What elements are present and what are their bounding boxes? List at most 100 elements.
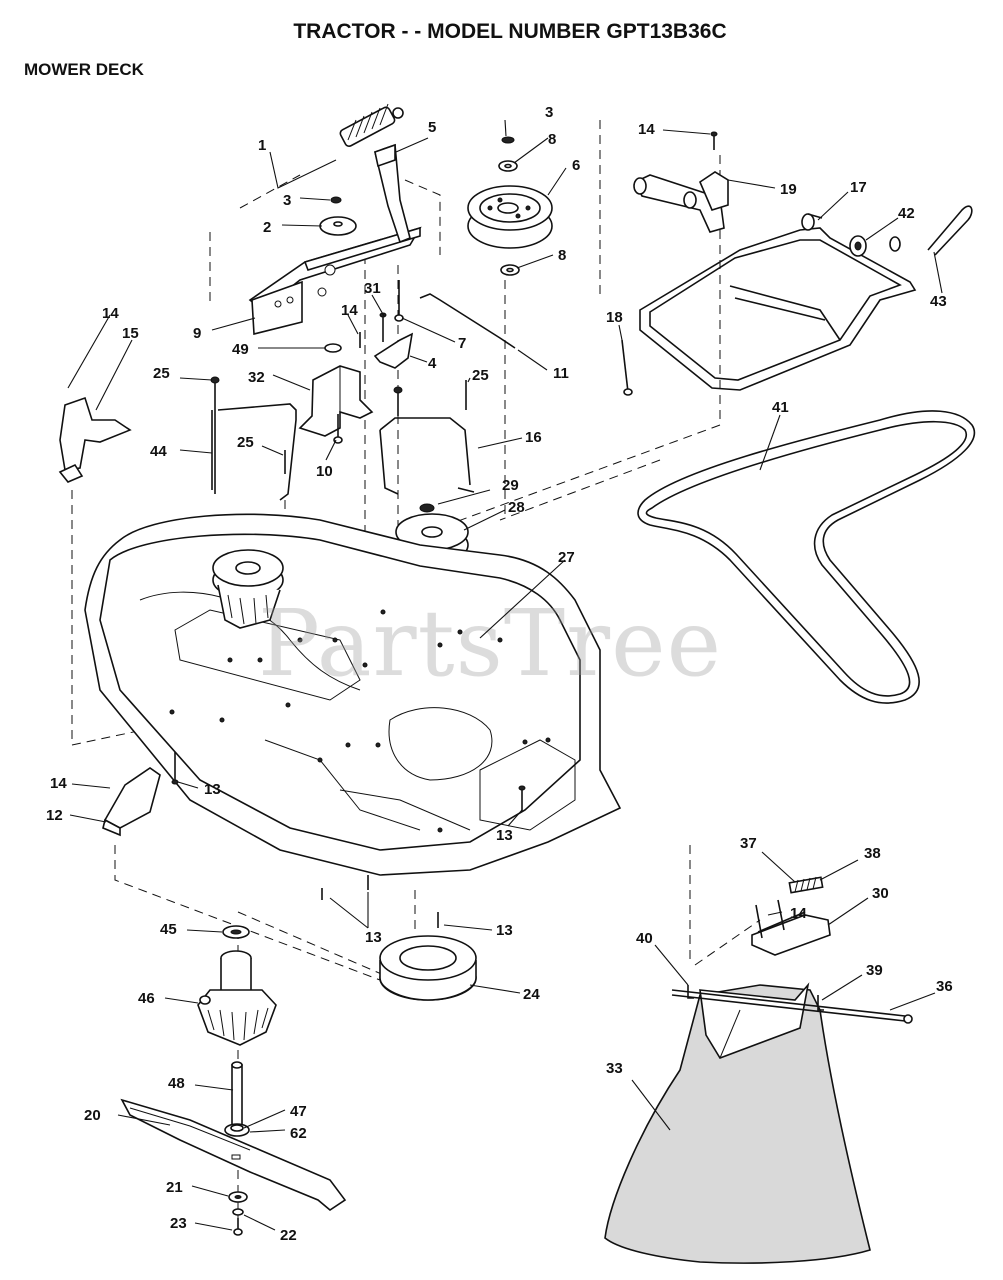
callout-14b: 14 [341,302,358,319]
hitch-bracket[interactable] [633,171,729,233]
washer-49[interactable] [324,343,342,353]
callout-14d: 14 [50,775,67,792]
bracket-4[interactable] [373,332,414,369]
callout-39: 39 [866,962,883,979]
bag-clip-39[interactable] [817,995,824,1011]
callout-62: 62 [290,1125,307,1142]
callout-13d: 13 [496,922,513,939]
callout-37: 37 [740,835,757,852]
nut[interactable] [330,196,342,204]
callout-15: 15 [122,325,139,342]
callout-23: 23 [170,1215,187,1232]
callout-27: 27 [558,549,575,566]
callout-40: 40 [636,930,653,947]
frame-pin-17[interactable] [801,213,823,231]
callout-41: 41 [772,399,789,416]
callout-24: 24 [523,986,540,1003]
spindle-housing[interactable] [197,950,277,1046]
callout-44: 44 [150,443,167,460]
spindle-nut[interactable] [222,925,250,939]
leader-lines [67,119,943,1231]
bracket-12[interactable] [102,767,161,837]
hitch-cotter-pin[interactable] [710,131,718,150]
blade-bolt[interactable] [233,1218,243,1236]
callout-32: 32 [248,369,265,386]
watermark: PartsTree [258,590,722,697]
bag-rod-36[interactable] [671,989,913,1024]
bolt-10[interactable] [333,414,343,444]
callout-42: 42 [898,205,915,222]
pulley-nut[interactable] [501,136,515,144]
callout-43: 43 [930,293,947,310]
callout-31: 31 [364,280,381,297]
washer[interactable] [319,216,357,236]
hairpin-clip-43[interactable] [927,205,973,256]
deck-bolt-13b[interactable] [518,785,526,812]
callout-3a: 3 [283,192,291,209]
spindle-hub[interactable] [224,1123,250,1137]
callout-8a: 8 [548,131,556,148]
deck-bolt-13c[interactable] [321,875,369,900]
bolt-25b[interactable] [393,386,403,416]
idler-bolt[interactable] [394,280,404,322]
callout-14c: 14 [638,121,655,138]
clevis-pin-18[interactable] [621,339,633,396]
callout-8b: 8 [558,247,566,264]
callout-45: 45 [160,921,177,938]
tension-spring[interactable] [339,103,404,148]
spindle-guard[interactable] [379,935,477,1001]
callout-13c: 13 [365,929,382,946]
frame-pin-bushing[interactable] [889,236,901,252]
callout-29: 29 [502,477,519,494]
callout-46: 46 [138,990,155,1007]
callout-49: 49 [232,341,249,358]
nut-29[interactable] [419,503,435,513]
grass-bag[interactable] [604,982,871,1264]
bag-spring-38[interactable] [788,876,824,894]
drive-belt[interactable] [637,410,976,704]
callout-16: 16 [525,429,542,446]
callout-4: 4 [428,355,437,372]
callout-36: 36 [936,978,953,995]
blade-lockwasher[interactable] [232,1208,244,1216]
callout-25c: 25 [237,434,254,451]
callout-47: 47 [290,1103,307,1120]
idler-arm[interactable] [374,143,411,244]
mower-deck-housing[interactable] [84,513,622,876]
rear-link-rod[interactable] [211,403,297,501]
spindle-shaft[interactable] [231,1061,243,1129]
callout-labels: 1 2 3 3 4 5 6 7 8 8 9 10 11 12 13 13 13 … [46,104,953,1244]
callout-14a: 14 [102,305,119,322]
mower-blade[interactable] [120,1098,347,1211]
callout-33: 33 [606,1060,623,1077]
callout-38: 38 [864,845,881,862]
callout-22: 22 [280,1227,297,1244]
tow-frame[interactable] [639,227,917,391]
callout-17: 17 [850,179,867,196]
callout-20: 20 [84,1107,101,1124]
callout-25a: 25 [153,365,170,382]
callout-7: 7 [458,335,466,352]
deck-support-plate[interactable] [248,226,422,336]
bag-frame-30[interactable] [751,899,831,956]
callout-9: 9 [193,325,201,342]
front-link[interactable] [379,417,475,495]
callout-13b: 13 [496,827,513,844]
frame-washer-42[interactable] [849,235,867,257]
callout-18: 18 [606,309,623,326]
front-hanger-bracket[interactable] [298,365,374,437]
callout-2: 2 [263,219,271,236]
pulley-washer-top[interactable] [498,160,518,172]
pulley-washer-bottom[interactable] [500,264,520,276]
callout-12: 12 [46,807,63,824]
callout-21: 21 [166,1179,183,1196]
side-bracket-15[interactable] [58,396,132,483]
bolt-31[interactable] [379,312,387,342]
idler-pulley[interactable] [467,185,553,249]
callout-19: 19 [780,181,797,198]
callout-3b: 3 [545,104,553,121]
callout-11: 11 [553,365,569,382]
control-rod[interactable] [419,293,516,349]
blade-washer[interactable] [228,1191,248,1203]
